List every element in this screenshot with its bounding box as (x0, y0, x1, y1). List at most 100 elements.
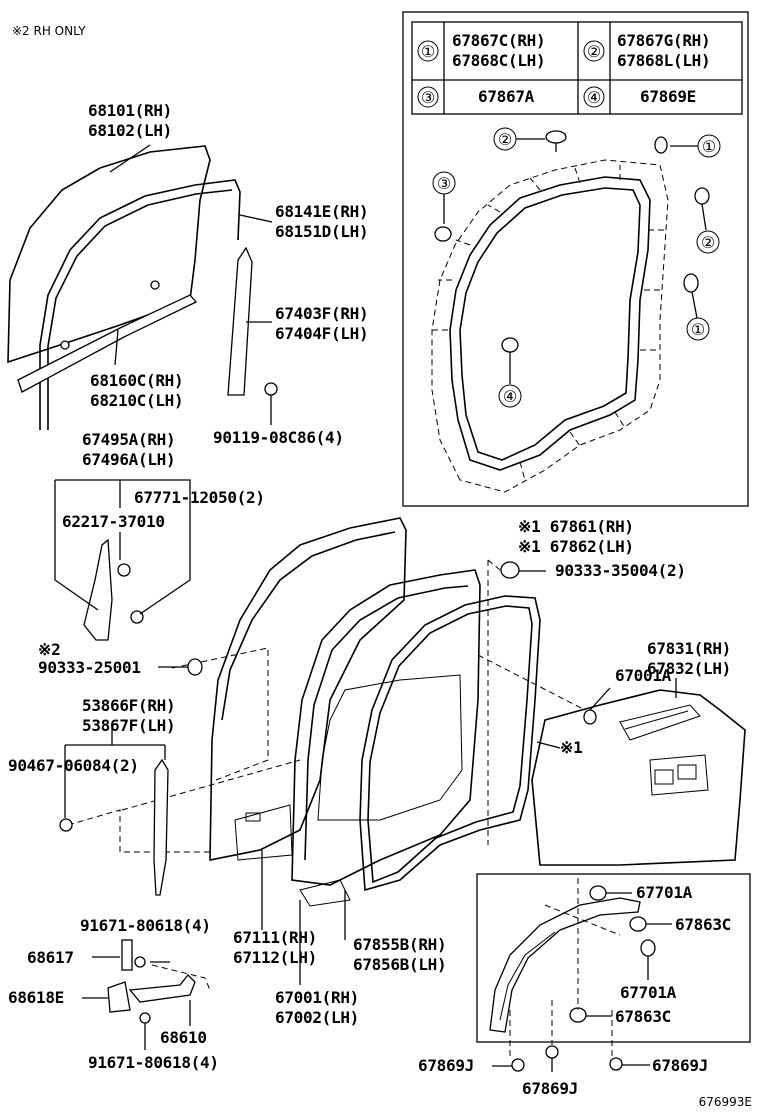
label-67404f-lh: 67404F(LH) (275, 324, 368, 343)
label-67862-lh: ※1 67862(LH) (518, 537, 634, 556)
label-67111-rh: 67111(RH) (233, 928, 317, 947)
door-weatherstrip (359, 595, 541, 892)
label-67001a: 67001A (615, 666, 672, 685)
label-68610: 68610 (160, 1028, 207, 1047)
door-hinge (107, 981, 131, 1013)
label-star1: ※1 (560, 738, 582, 757)
label-91671-b: 91671-80618(4) (88, 1053, 219, 1072)
label-67002-lh: 67002(LH) (275, 1008, 359, 1027)
label-68618e: 68618E (8, 988, 64, 1007)
label-67701a-1: 67701A (636, 883, 693, 902)
label-67496a-lh: 67496A(LH) (82, 450, 175, 469)
label-67701a-2: 67701A (620, 983, 677, 1002)
cushion-icon (187, 658, 203, 676)
outer-belt-molding (17, 294, 198, 393)
clip-icon (511, 1058, 525, 1072)
label-67856b-lh: 67856B(LH) (353, 955, 446, 974)
label-90333-25001: 90333-25001 (38, 658, 141, 677)
hinge-pin (121, 939, 133, 971)
label-67863c-2: 67863C (615, 1007, 671, 1026)
svg-text:①: ① (702, 137, 716, 156)
cushion-icon (500, 561, 520, 579)
clip-icon (629, 916, 647, 932)
door-glass (7, 145, 211, 364)
legend-part-4: 67869E (640, 87, 696, 106)
label-67831-rh: 67831(RH) (647, 639, 731, 658)
svg-text:①: ① (691, 320, 705, 339)
svg-text:②: ② (701, 233, 715, 252)
clip-icon (545, 1045, 559, 1059)
label-68210c-lh: 68210C(LH) (90, 391, 183, 410)
clip-callout-4: ④ (498, 337, 522, 408)
door-shell (291, 569, 481, 886)
clip-callout-3: ③ (432, 171, 456, 242)
clip-icon (654, 136, 668, 154)
label-90119: 90119-08C86(4) (213, 428, 344, 447)
clip-icon (501, 337, 519, 353)
label-91671-a: 91671-80618(4) (80, 916, 211, 935)
door-trim-panel (531, 689, 746, 866)
label-67112-lh: 67112(LH) (233, 948, 317, 967)
label-67869j-3: 67869J (522, 1079, 578, 1098)
door-check (128, 974, 196, 1003)
label-68617: 68617 (27, 948, 74, 967)
mirror-bracket-group (54, 479, 191, 641)
legend-part-1-lh: 67868C(LH) (452, 51, 545, 70)
clip-legend-table: ① 67867C(RH) 67868C(LH) ② 67867G(RH) 678… (411, 21, 743, 115)
label-68151d-lh: 68151D(LH) (275, 222, 368, 241)
label-67869j-2: 67869J (652, 1056, 708, 1075)
label-67832-lh: 67832(LH) (647, 659, 731, 678)
label-90333-25001-note: ※2 (38, 640, 60, 659)
hinge-assembly (59, 728, 196, 1050)
division-bar (227, 246, 253, 396)
bolt-icon (59, 818, 73, 832)
clip-icon (683, 273, 699, 293)
label-53866f-rh: 53866F(RH) (82, 696, 175, 715)
legend-part-3: 67867A (478, 87, 535, 106)
legend-key-4: ④ (587, 88, 601, 107)
clip-callout-1-top: ① (654, 134, 721, 158)
clip-icon (589, 885, 607, 901)
label-68101-rh: 68101(RH) (88, 101, 172, 120)
door-frame-outer (209, 517, 407, 861)
label-68141e-rh: 68141E(RH) (275, 202, 368, 221)
svg-text:④: ④ (503, 387, 517, 406)
bolt-icon (264, 382, 278, 396)
legend-key-1: ① (421, 42, 435, 61)
mirror-bracket (83, 538, 113, 641)
svg-text:②: ② (498, 130, 512, 149)
svg-text:③: ③ (437, 174, 451, 193)
plug-icon (583, 709, 597, 725)
clip-callout-2-top: ② (493, 127, 567, 152)
front-door-panel (209, 517, 481, 907)
label-67495a-rh: 67495A(RH) (82, 430, 175, 449)
legend-key-2: ② (587, 42, 601, 61)
legend-key-3: ③ (421, 88, 435, 107)
label-67861-rh: ※1 67861(RH) (518, 517, 634, 536)
hinge-bracket (153, 758, 169, 896)
clip-callout-1-right: ① (683, 273, 710, 341)
door-glass-assembly (7, 145, 278, 430)
rh-only-note: ※2 RH ONLY (12, 24, 86, 38)
wheel-arch-molding (489, 897, 641, 1033)
label-67001-rh: 67001(RH) (275, 988, 359, 1007)
clip-callout-2-right: ② (694, 187, 720, 254)
clip-icon (434, 226, 452, 242)
label-53867f-lh: 53867F(LH) (82, 716, 175, 735)
label-67855b-rh: 67855B(RH) (353, 935, 446, 954)
label-67403f-rh: 67403F(RH) (275, 304, 368, 323)
label-62217: 62217-37010 (62, 512, 165, 531)
clip-icon (569, 1007, 587, 1023)
label-67869j-1: 67869J (418, 1056, 474, 1075)
bolt-icon (139, 1012, 151, 1024)
label-68160c-rh: 68160C(RH) (90, 371, 183, 390)
clip-icon (694, 187, 710, 205)
label-90467: 90467-06084(2) (8, 756, 139, 775)
legend-part-2-rh: 67867G(RH) (617, 31, 710, 50)
legend-part-1-rh: 67867C(RH) (452, 31, 545, 50)
catalog-code: 676993E (699, 1095, 752, 1109)
clip-inset-box: ① 67867C(RH) 67868C(LH) ② 67867G(RH) 678… (402, 11, 749, 507)
clip-icon (640, 939, 656, 957)
clip-icon (609, 1057, 623, 1071)
